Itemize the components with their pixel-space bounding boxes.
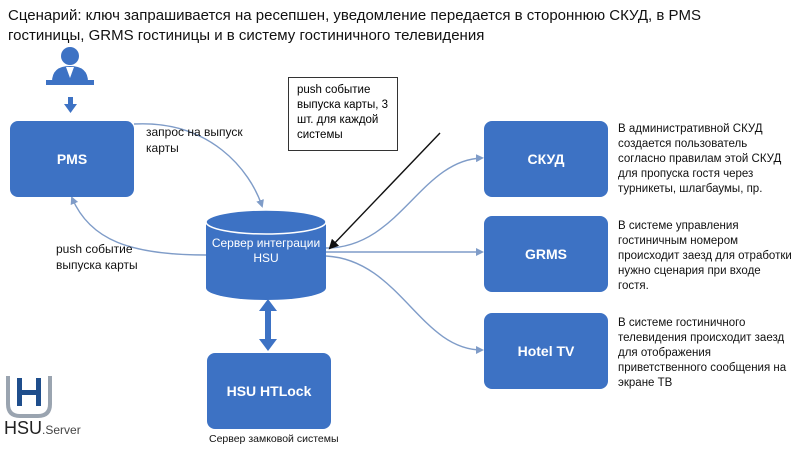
edge-server-to-hoteltv	[325, 255, 484, 354]
node-grms: GRMS	[484, 216, 608, 292]
page-title: Сценарий: ключ запрашивается на ресепшен…	[8, 7, 701, 44]
edge-server-to-skud	[325, 154, 484, 249]
hsu-logo-icon	[6, 376, 52, 418]
node-pms: PMS	[10, 121, 134, 197]
htlock-caption: Сервер замковой системы	[209, 433, 339, 445]
skud-description: В административной СКУД создается пользо…	[618, 123, 782, 195]
grms-description: В системе управления гостиничным номером…	[618, 220, 792, 292]
node-hsu-server-label: Сервер интеграции HSU	[211, 236, 321, 265]
note-pointer-arrow	[328, 132, 441, 250]
down-arrow-icon	[64, 97, 77, 113]
push-event-note: push событие выпуска карты, 3 шт. для ка…	[288, 77, 398, 151]
edge-label-push-event: push событие выпуска карты	[56, 242, 138, 272]
user-icon	[46, 47, 94, 85]
edge-pms-to-server	[133, 123, 264, 208]
logo-suffix: .Server	[42, 423, 81, 437]
node-hotel-tv: Hotel TV	[484, 313, 608, 389]
hoteltv-description: В системе гостиничного телевидения проис…	[618, 317, 787, 389]
logo-wordmark: HSU.Server	[4, 418, 81, 439]
hsu-server-cylinder	[205, 209, 327, 300]
node-htlock: HSU HTLock	[207, 353, 331, 429]
double-arrow-icon	[259, 299, 277, 351]
edge-server-to-pms	[70, 196, 207, 256]
logo-brand: HSU	[4, 418, 43, 438]
edge-label-card-request: запрос на выпуск карты	[146, 125, 243, 155]
node-skud: СКУД	[484, 121, 608, 197]
